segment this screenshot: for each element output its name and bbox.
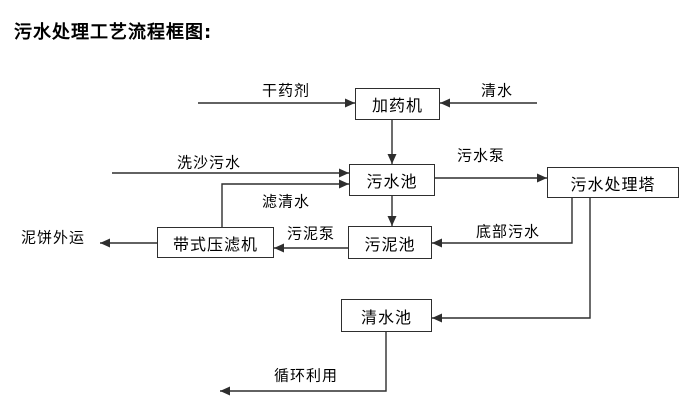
- node-belt-filter-press: 带式压滤机: [157, 227, 274, 258]
- edge-label-filtered-water: 滤清水: [261, 192, 311, 211]
- node-treatment-tower: 污水处理塔: [547, 167, 679, 198]
- node-clean-water-pool: 清水池: [341, 299, 432, 332]
- arrow-filtered-water-to-sewage-pool: [221, 179, 349, 227]
- arrow-treatment-tower-to-clean-water-pool: [432, 198, 591, 323]
- edge-label-sludge-pump: 污泥泵: [286, 224, 336, 243]
- arrow-clean-water-pool-to-recycle-use: [220, 332, 387, 396]
- node-sewage-pool: 污水池: [349, 164, 435, 196]
- edge-label-dry-agent: 干药剂: [261, 81, 311, 100]
- node-sludge-pool: 污泥池: [348, 226, 432, 259]
- edge-label-recycle-use: 循环利用: [273, 366, 339, 385]
- edge-label-mud-cake-out: 泥饼外运: [20, 228, 86, 247]
- edge-label-sewage-pump: 污水泵: [456, 146, 506, 165]
- arrow-bottom-sewage-to-sludge-pool: [432, 198, 573, 248]
- diagram-title: 污水处理工艺流程框图:: [14, 22, 213, 43]
- node-dosing-machine: 加药机: [355, 88, 440, 120]
- edge-label-sand-washing-sewage: 洗沙污水: [176, 153, 242, 172]
- edge-label-bottom-sewage: 底部污水: [475, 222, 541, 241]
- edge-label-clean-water: 清水: [480, 81, 514, 100]
